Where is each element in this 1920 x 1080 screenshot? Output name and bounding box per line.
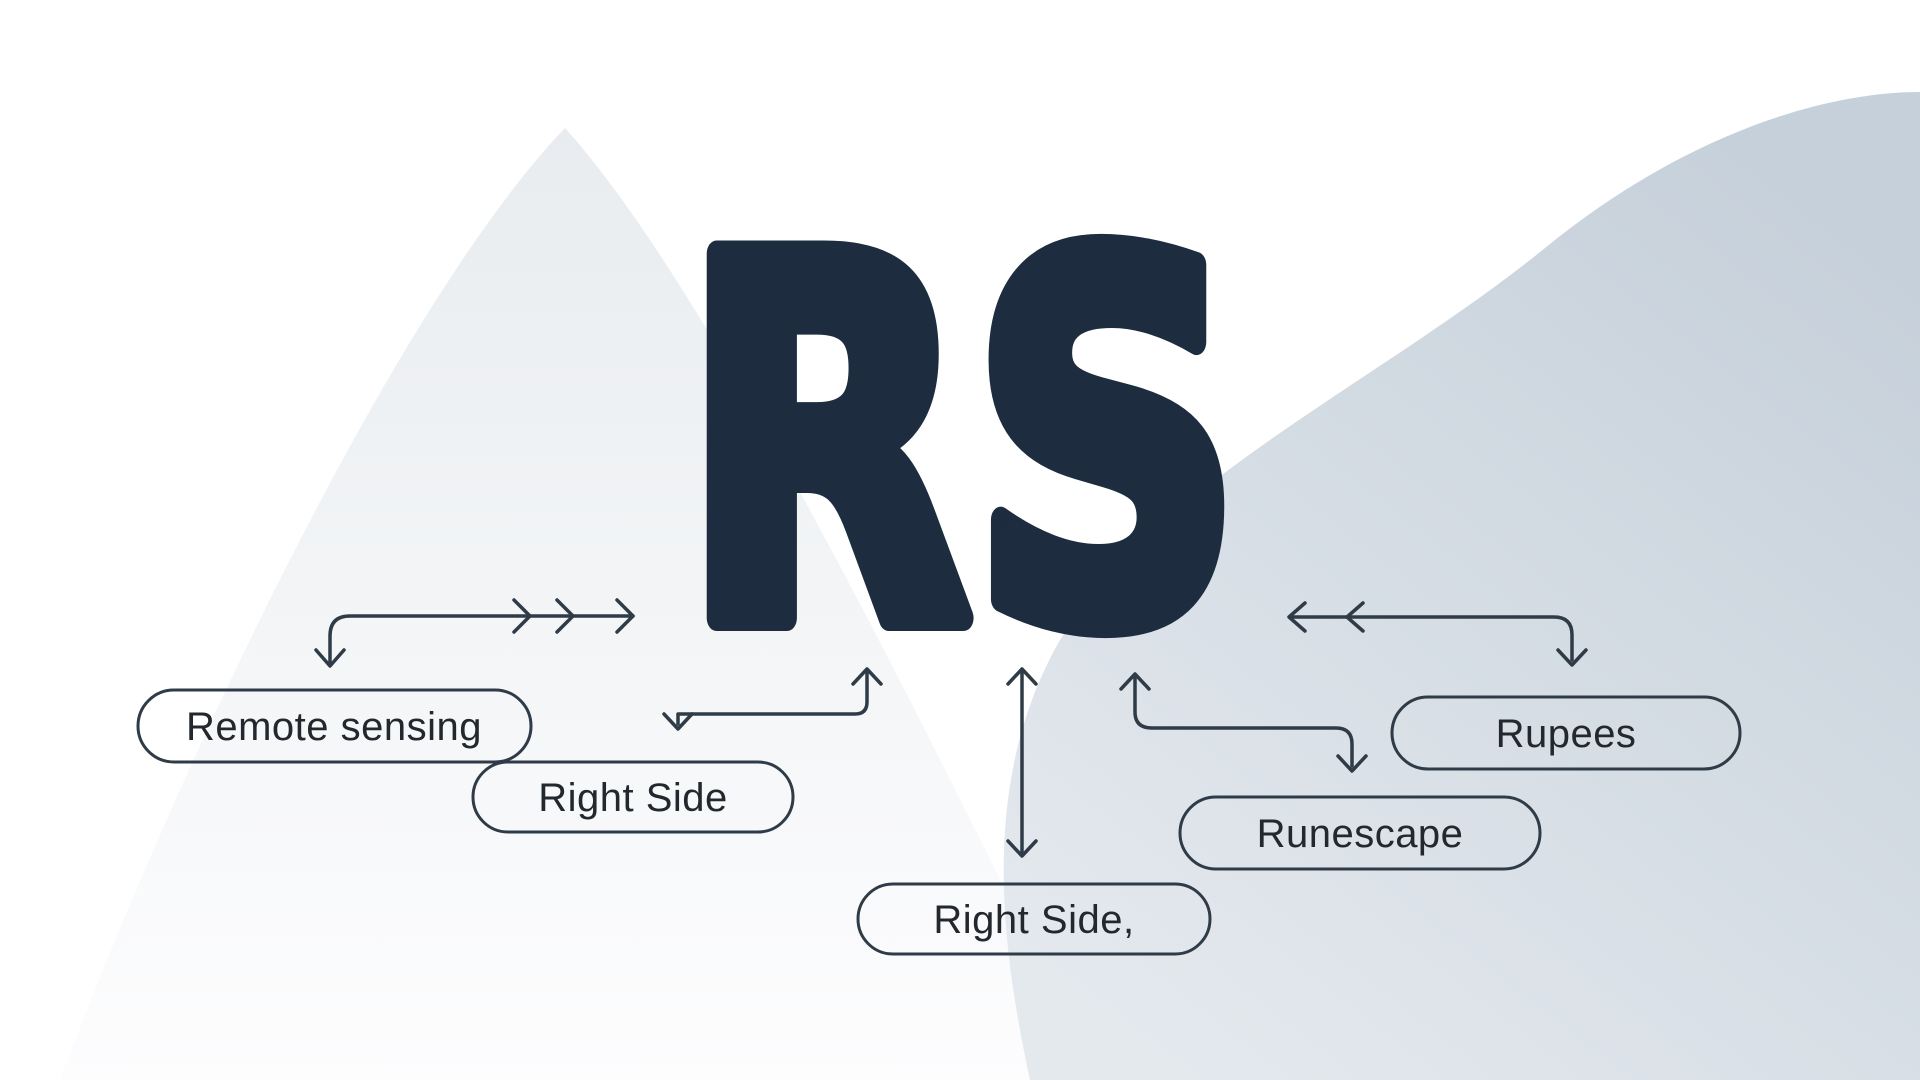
chevron-left-icon	[1287, 601, 1307, 633]
pill-label: Rupees	[1496, 712, 1637, 756]
pill-right-side: Right Side	[471, 760, 795, 834]
arrow-line	[328, 614, 635, 666]
arrowhead-up-icon	[851, 667, 883, 686]
arrowhead-down-icon	[662, 712, 694, 731]
arrow-right-side-comma	[1006, 667, 1038, 858]
arrow-line	[1133, 675, 1354, 768]
arrow-rupees	[1287, 601, 1588, 667]
pill-label: Right Side,	[933, 898, 1134, 942]
pill-shape	[1178, 795, 1542, 871]
pill-shape	[856, 882, 1212, 956]
left-mountain-blob	[60, 128, 1100, 1080]
pill-label: Remote sensing	[186, 705, 482, 749]
pill-shape	[471, 760, 795, 834]
pill-runescape: Runescape	[1178, 795, 1542, 871]
right-wave-blob	[1003, 92, 1920, 1080]
arrowhead-down-icon	[1556, 648, 1588, 667]
arrow-line	[1289, 615, 1574, 662]
pill-right-side-comma: Right Side,	[856, 882, 1212, 956]
pill-shape	[136, 688, 533, 764]
arrowhead-down-icon	[1336, 754, 1368, 773]
pill-shape	[1390, 695, 1742, 771]
pill-rupees: Rupees	[1390, 695, 1742, 771]
arrowhead-down-icon	[314, 648, 346, 668]
arrow-line	[676, 670, 869, 726]
arrowhead-up-icon	[1119, 672, 1151, 691]
background-decor	[60, 92, 1920, 1080]
pill-remote-sensing: Remote sensing	[136, 688, 533, 764]
arrow-remote-sensing	[314, 598, 635, 668]
pill-label: Runescape	[1257, 812, 1464, 856]
chevron-right-icon	[555, 598, 575, 634]
pill-label: Right Side	[538, 776, 728, 820]
arrowhead-down-icon	[1006, 839, 1038, 858]
arrowhead-up-icon	[1006, 667, 1038, 686]
chevron-left-icon	[1345, 601, 1365, 633]
arrow-runescape	[1119, 672, 1368, 773]
rs-wordmark: RS	[682, 154, 1242, 736]
chevron-right-icon	[512, 598, 532, 634]
chevron-right-icon	[615, 598, 635, 634]
arrow-right-side	[662, 667, 883, 731]
